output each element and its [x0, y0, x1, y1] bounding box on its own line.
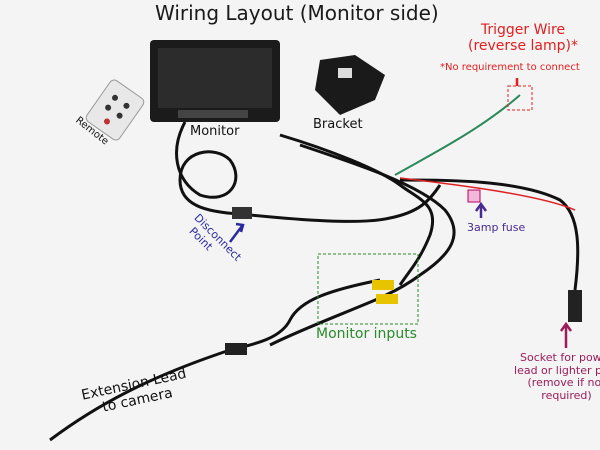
video-plug-yellow-2: [376, 294, 398, 304]
trigger-dashed-box: [507, 85, 533, 111]
fuse-label: 3amp fuse: [467, 221, 526, 234]
disconnect-connector: [232, 207, 252, 219]
trigger-wire-label: Trigger Wire (reverse lamp)*: [468, 22, 578, 54]
diagram-title: Wiring Layout (Monitor side): [155, 1, 439, 25]
extension-junction: [225, 343, 247, 355]
trigger-wire-label-line2: (reverse lamp)*: [468, 38, 578, 55]
bracket-label: Bracket: [313, 117, 363, 132]
trigger-note: *No requirement to connect: [440, 62, 580, 73]
bracket: [315, 55, 385, 115]
monitor: [150, 40, 280, 122]
video-plug-yellow: [372, 280, 394, 290]
remote-control: [85, 79, 145, 141]
arrows: [229, 78, 573, 348]
monitor-label: Monitor: [190, 124, 240, 139]
fuse-holder: [467, 189, 481, 203]
power-wire-red: [399, 177, 576, 211]
socket-label: Socket for power lead or lighter plug (r…: [514, 351, 600, 402]
cables: [49, 121, 580, 442]
trigger-wire: [394, 94, 521, 176]
monitor-inputs-box: [317, 253, 419, 325]
monitor-inputs-label: Monitor inputs: [316, 326, 417, 342]
power-socket: [568, 290, 582, 322]
trigger-wire-label-line1: Trigger Wire: [480, 22, 566, 38]
